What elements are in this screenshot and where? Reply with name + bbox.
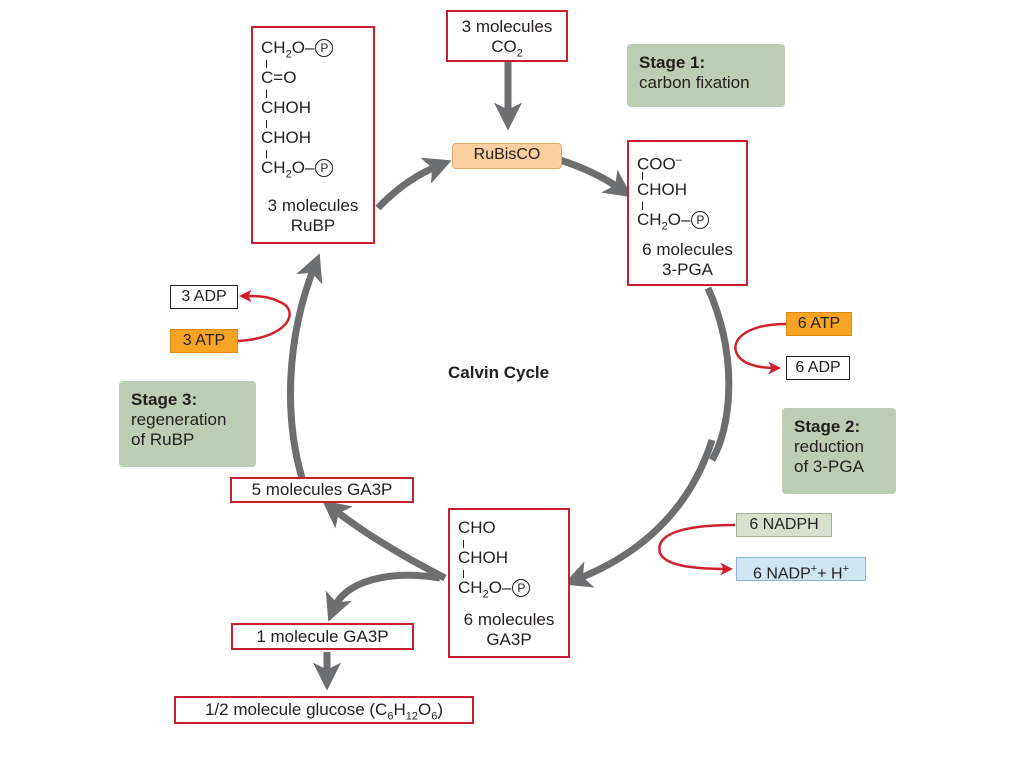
pga-line-2: CHOH (637, 180, 688, 199)
nadph-tag: 6 NADPH (736, 513, 832, 537)
regeneration-arrow (287, 253, 323, 479)
nadph-arrow (658, 523, 736, 576)
rubp-count: 3 molecules (267, 196, 359, 215)
pga-line-1: COO– (637, 154, 682, 174)
bond (266, 60, 267, 68)
rubp-line-1: CH2O–P (261, 38, 334, 64)
co2-count: 3 molecules (461, 17, 553, 36)
bond (642, 202, 643, 210)
bond (463, 570, 464, 578)
atp-adp-arrow-stage3 (237, 289, 291, 343)
bond (266, 120, 267, 128)
three-adp-tag: 3 ADP (170, 285, 238, 309)
bond (266, 150, 267, 158)
rubp-return-arrow (375, 157, 452, 211)
pga-name: 3-PGA (661, 260, 714, 279)
rubisco-enzyme: RuBisCO (452, 143, 562, 169)
bond (266, 90, 267, 98)
reduction-arrow (704, 286, 733, 462)
three-atp-tag: 3 ATP (170, 329, 238, 353)
atp-adp-arrow-stage2 (734, 322, 787, 375)
ga3p-split-arrow (322, 500, 447, 582)
ga3p-export-arrow (325, 571, 441, 622)
rubp-line-3: CHOH (261, 98, 312, 117)
rubp-line-2: C=O (261, 68, 297, 87)
glucose-box: 1/2 molecule glucose (C6H12O6) (174, 696, 474, 724)
pga-box: COO– CHOH CH2O–P 6 molecules 3-PGA (627, 140, 748, 286)
pga-count: 6 molecules (642, 240, 733, 259)
rubp-name: RuBP (290, 216, 336, 235)
ga3p-line-2: CHOH (458, 548, 509, 567)
ga3p-line-3: CH2O–P (458, 578, 531, 604)
pga-line-3: CH2O–P (637, 210, 710, 236)
co2-formula: CO2 (491, 37, 523, 60)
phosphate-icon: P (315, 159, 334, 177)
bond (463, 540, 464, 548)
ga3p-six-count: 6 molecules (463, 610, 555, 629)
diagram-title: Calvin Cycle (448, 363, 550, 382)
six-atp-tag: 6 ATP (786, 312, 852, 336)
nadp-tag: 6 NADP++ H+ (736, 557, 866, 582)
phosphate-icon: P (691, 211, 710, 229)
ga3p-six-name: GA3P (486, 630, 532, 649)
phosphate-icon: P (512, 579, 531, 597)
rubp-line-4: CHOH (261, 128, 312, 147)
stage-1-label: Stage 1:carbon fixation (627, 44, 785, 107)
ga3p-one-box: 1 molecule GA3P (231, 623, 414, 650)
rubp-line-5: CH2O–P (261, 158, 334, 184)
fixation-arrow (558, 156, 633, 198)
ga3p-line-1: CHO (458, 518, 496, 537)
six-adp-tag: 6 ADP (786, 356, 850, 380)
rubp-box: CH2O–P C=O CHOH CHOH CH2O–P 3 molecules … (251, 26, 375, 244)
ga3p-six-box: CHO CHOH CH2O–P 6 molecules GA3P (448, 508, 570, 658)
phosphate-icon: P (315, 39, 334, 57)
ga3p-five-box: 5 molecules GA3P (230, 477, 414, 503)
bond (642, 172, 643, 180)
co2-box: 3 molecules CO2 (446, 10, 568, 62)
